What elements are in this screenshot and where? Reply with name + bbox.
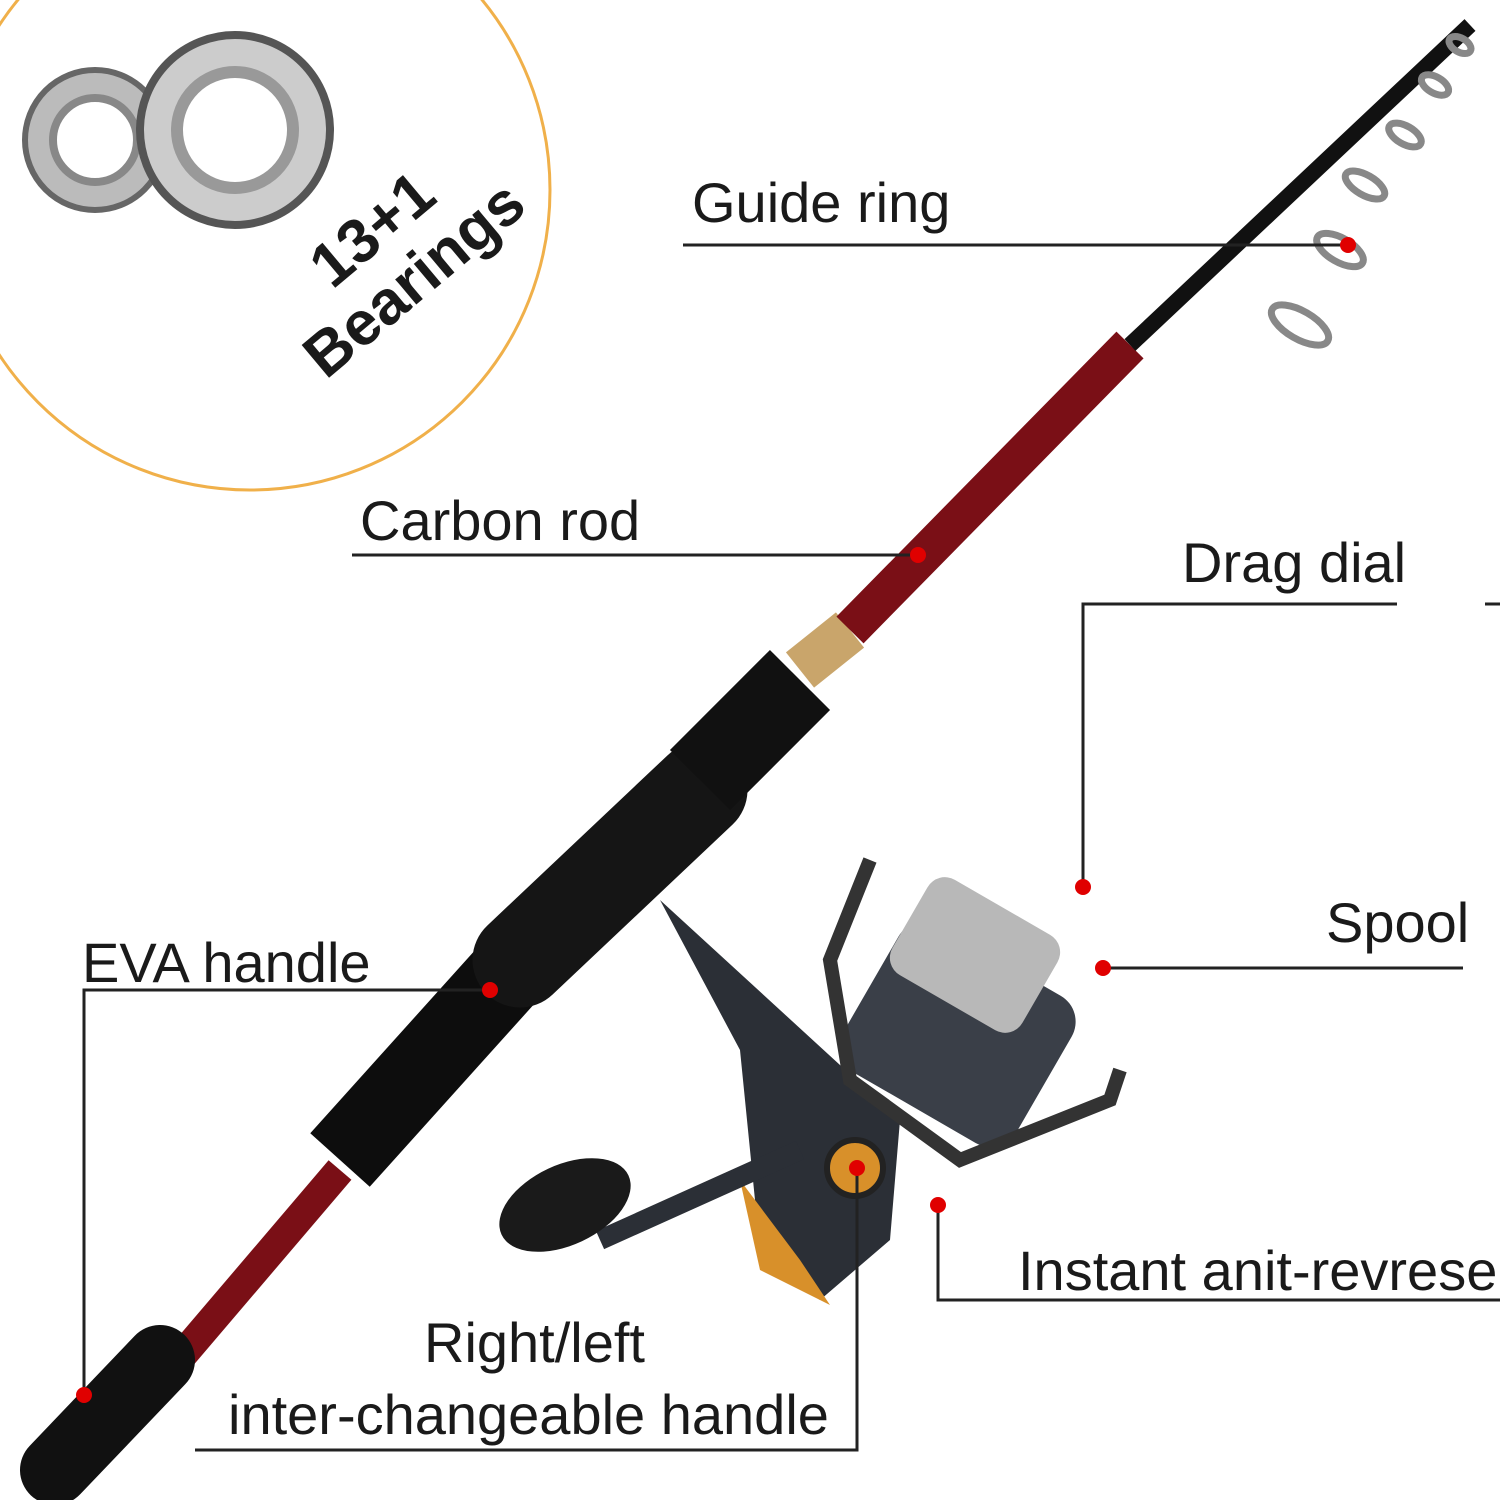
label-guide-ring: Guide ring: [692, 171, 951, 234]
label-spool: Spool: [1326, 891, 1470, 954]
label-carbon-rod: Carbon rod: [360, 489, 641, 552]
label-anti-reverse: Instant anit-revrese.: [1018, 1239, 1500, 1302]
label-eva-handle: EVA handle: [82, 931, 371, 994]
spinning-reel: [499, 857, 1127, 1305]
bearings-icon: [22, 31, 334, 229]
label-handle-line1: Right/left: [424, 1311, 645, 1374]
marker-dots: [76, 237, 1356, 1403]
badge-circle: [0, 0, 552, 492]
callout-lines: [82, 243, 1500, 1452]
label-drag-dial: Drag dial: [1182, 531, 1407, 594]
label-handle-line2: inter-changeable handle: [228, 1383, 829, 1446]
